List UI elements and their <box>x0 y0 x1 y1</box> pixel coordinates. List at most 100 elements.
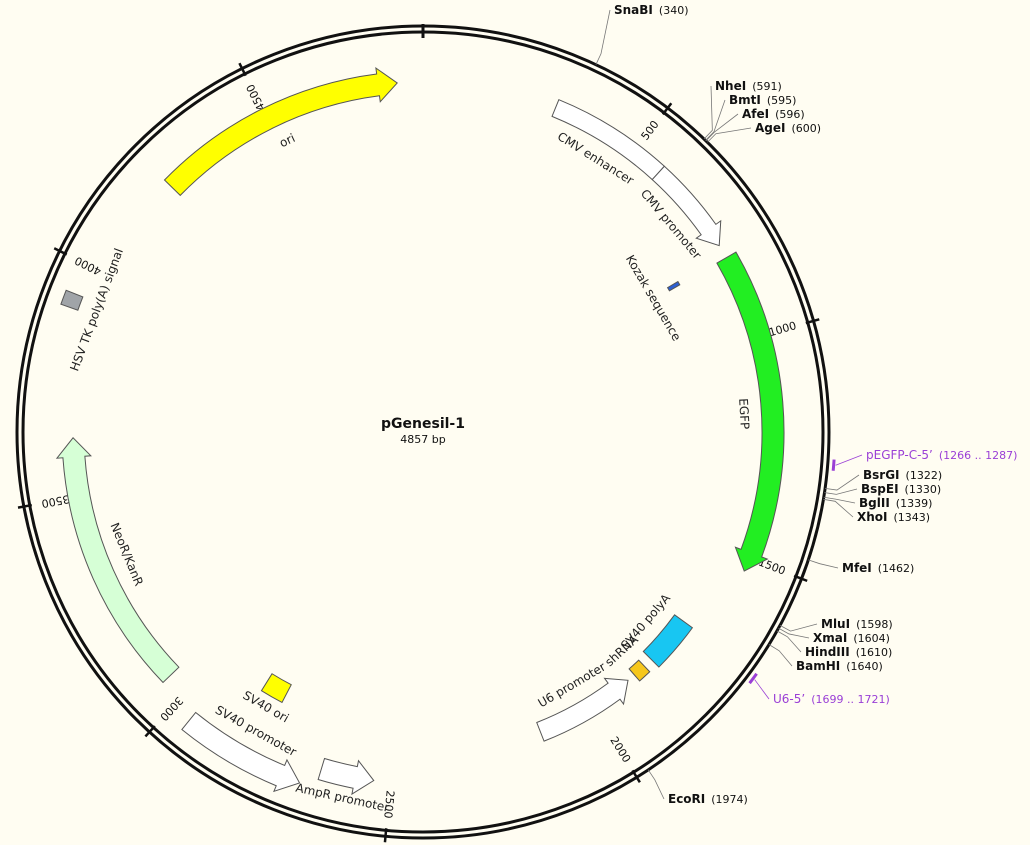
backbone-outer-ring <box>15 24 831 840</box>
cmv-promoter-arc[interactable] <box>651 165 722 247</box>
xmai-label: XmaI(1604) <box>813 631 890 645</box>
tick-mark <box>17 503 32 509</box>
hindiii-leader <box>776 630 802 653</box>
bsrgi-leader <box>825 474 860 491</box>
site-afei[interactable]: AfeI(596) <box>705 107 805 142</box>
site-position: (1343) <box>894 511 931 524</box>
tick-mark <box>661 102 673 116</box>
site-mlui[interactable]: MluI (1598) <box>779 617 893 632</box>
tick-label: 4000 <box>73 254 104 278</box>
site-position: (1330) <box>905 483 942 496</box>
ori-arc[interactable] <box>163 66 398 197</box>
tick-label: 1000 <box>767 319 797 339</box>
site-name: NheI <box>715 79 746 93</box>
primer-name: pEGFP-C-5’ <box>866 448 933 462</box>
bspei-label: BspEI(1330) <box>861 482 941 496</box>
site-ecori[interactable]: EcoRI (1974) <box>647 769 748 806</box>
u6-5-label: U6-5’(1699 .. 1721) <box>773 692 890 706</box>
site-bspei[interactable]: BspEI(1330) <box>824 482 941 496</box>
xhoi-leader <box>823 498 854 518</box>
primer-u6-5[interactable]: U6-5’(1699 .. 1721) <box>748 672 890 706</box>
hsv-tk-polya-arc[interactable] <box>60 289 84 311</box>
site-position: (591) <box>752 80 782 93</box>
feature-cmv-promoter[interactable]: CMV promoter <box>638 165 722 262</box>
site-position: (1598) <box>856 618 893 631</box>
site-bsrgi[interactable]: BsrGI(1322) <box>825 468 942 491</box>
site-nhei[interactable]: NheI (591) <box>703 79 782 140</box>
feature-ori[interactable]: ori <box>163 66 398 197</box>
feature-shrna[interactable]: shRNA <box>602 632 651 682</box>
site-name: MluI <box>821 617 850 631</box>
plasmid-name: pGenesil-1 <box>381 416 465 432</box>
neor-kanr-arc[interactable] <box>55 437 180 684</box>
bglii-label: BglII(1339) <box>859 496 932 510</box>
bamhi-leader <box>768 644 793 667</box>
bglii-leader <box>823 496 856 504</box>
site-xhoi[interactable]: XhoI (1343) <box>823 498 931 524</box>
sv40-promoter-arc[interactable] <box>181 711 301 793</box>
map-center: pGenesil-1 4857 bp <box>381 416 465 446</box>
plasmid-length: 4857 bp <box>400 433 445 446</box>
egfp-label: EGFP <box>736 398 752 430</box>
sv40-ori-arc[interactable] <box>260 673 292 704</box>
site-name: BmtI <box>729 93 761 107</box>
site-mfei[interactable]: MfeI(1462) <box>808 559 914 575</box>
mfei-leader <box>808 559 839 569</box>
site-name: XhoI <box>857 510 888 524</box>
site-position: (1339) <box>896 497 933 510</box>
nhei-label: NheI (591) <box>715 79 782 93</box>
site-agei[interactable]: AgeI(600) <box>707 121 821 143</box>
feature-ampr-promoter[interactable]: AmpR promoter <box>294 757 391 815</box>
primer-range: (1266 .. 1287) <box>939 449 1018 462</box>
site-name: MfeI <box>842 561 872 575</box>
feature-u6-promoter[interactable]: U6 promoter <box>536 660 629 742</box>
pegfp-c-5-label: pEGFP-C-5’ (1266 .. 1287) <box>866 448 1017 462</box>
mfei-label: MfeI(1462) <box>842 561 914 575</box>
egfp-arc[interactable] <box>716 251 785 572</box>
bmti-leader <box>705 99 726 141</box>
tick-mark <box>383 828 388 843</box>
primer-pegfp-c-5[interactable]: pEGFP-C-5’ (1266 .. 1287) <box>831 448 1017 471</box>
site-hindiii[interactable]: HindIII(1610) <box>776 630 892 659</box>
agei-label: AgeI(600) <box>755 121 821 135</box>
kozak-arc[interactable] <box>666 280 681 292</box>
feature-neor-kanr[interactable]: NeoR/KanR <box>55 437 180 684</box>
site-bglii[interactable]: BglII(1339) <box>823 496 933 510</box>
site-xmai[interactable]: XmaI(1604) <box>778 627 890 645</box>
site-name: XmaI <box>813 631 847 645</box>
primer-range: (1699 .. 1721) <box>811 693 890 706</box>
snabi-leader <box>595 9 611 65</box>
ampr-promoter-arc[interactable] <box>317 757 375 796</box>
xmai-leader <box>778 627 810 639</box>
tick-mark <box>238 62 247 77</box>
restriction-sites: SnaBI(340) NheI (591)BmtI(595)AfeI(596)Age… <box>595 3 942 806</box>
shrna-arc[interactable] <box>628 659 651 682</box>
tick-label: 2000 <box>607 734 633 765</box>
afei-label: AfeI(596) <box>742 107 805 121</box>
feature-sv40-polya[interactable]: SV40 polyA <box>618 591 694 668</box>
feature-egfp[interactable]: EGFP <box>716 251 785 572</box>
u6-promoter-arc[interactable] <box>536 677 629 742</box>
tick-mark <box>805 318 820 325</box>
bspei-leader <box>824 488 858 495</box>
feature-cmv-enhancer[interactable]: CMV enhancer <box>551 99 666 188</box>
tick-label: 3500 <box>40 492 70 510</box>
site-bmti[interactable]: BmtI(595) <box>705 93 797 141</box>
site-name: BsrGI <box>863 468 900 482</box>
tick-label: 2500 <box>381 790 397 819</box>
agei-leader <box>707 127 752 143</box>
site-name: EcoRI <box>668 792 705 806</box>
site-bamhi[interactable]: BamHI(1640) <box>768 644 883 673</box>
site-position: (1974) <box>711 793 748 806</box>
sv40-polya-arc[interactable] <box>642 614 694 668</box>
u6-5-leader <box>754 679 770 700</box>
primers: pEGFP-C-5’ (1266 .. 1287) U6-5’(1699 .. 17… <box>748 448 1017 706</box>
site-snabi[interactable]: SnaBI(340) <box>595 3 689 65</box>
site-name: SnaBI <box>614 3 653 17</box>
snabi-label: SnaBI(340) <box>614 3 689 17</box>
feature-kozak[interactable]: Kozak sequence <box>623 253 684 344</box>
pegfp-c-5-leader <box>835 454 863 466</box>
backbone-inner-ring <box>21 30 825 834</box>
